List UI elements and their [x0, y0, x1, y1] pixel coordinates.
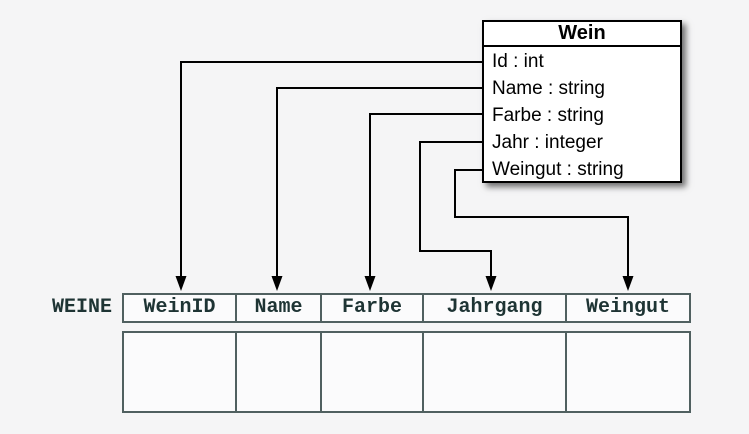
column-header-jahrgang: Jahrgang	[424, 295, 567, 321]
farbe-to-farbe-arrowhead-icon	[364, 276, 376, 291]
name-to-name-arrowhead-icon	[271, 276, 283, 291]
table-cell-farbe	[322, 333, 424, 411]
class-title: Wein	[484, 22, 680, 47]
class-attribute-farbe: Farbe : string	[492, 105, 604, 126]
id-to-weinid-line	[180, 61, 483, 277]
table-name-label: WEINE	[51, 296, 112, 319]
class-attribute-id: Id : int	[492, 51, 544, 72]
table-header-row: WeinID Name Farbe Jahrgang Weingut	[122, 293, 691, 323]
table-cell-name	[237, 333, 322, 411]
id-to-weinid-arrowhead-icon	[175, 276, 187, 291]
class-attribute-name: Name : string	[492, 78, 605, 99]
table-cell-weingut	[567, 333, 689, 411]
table-body-row	[122, 331, 691, 413]
column-header-name: Name	[237, 295, 322, 321]
weingut-to-weingut-line	[454, 169, 629, 277]
column-header-weingut: Weingut	[585, 296, 670, 319]
name-to-name-line	[276, 87, 483, 277]
column-header-farbe: Farbe	[322, 295, 424, 321]
uml-class-box: Wein Id : int Name : string Farbe : stri…	[482, 20, 682, 183]
column-header-weinid: WeinID	[124, 295, 237, 321]
jahr-to-jahrgang-line	[419, 141, 492, 277]
weingut-to-weingut-arrowhead-icon	[622, 276, 634, 291]
farbe-to-farbe-line	[369, 113, 483, 277]
jahr-to-jahrgang-arrowhead-icon	[485, 276, 497, 291]
table-cell-weinid	[124, 333, 237, 411]
class-attribute-weingut: Weingut : string	[492, 159, 624, 180]
table-cell-jahrgang	[424, 333, 567, 411]
class-attribute-jahr: Jahr : integer	[492, 132, 603, 153]
